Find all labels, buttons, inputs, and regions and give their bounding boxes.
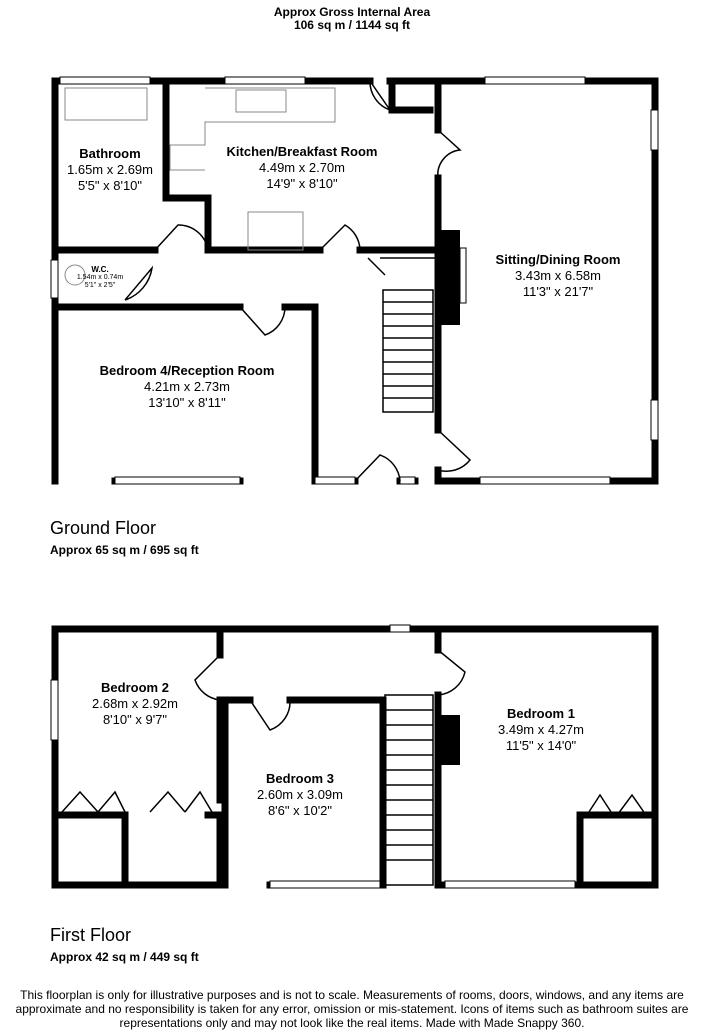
gross-area-value: 106 sq m / 1144 sq ft — [293, 18, 411, 32]
doors — [124, 80, 472, 482]
first-floor-windows — [50, 624, 576, 889]
ground-floor-area: Approx 65 sq m / 695 sq ft — [50, 543, 199, 557]
room-bedroom-1: Bedroom 1 3.49m x 4.27m 11'5" x 14'0" — [498, 706, 584, 754]
room-name: Bathroom — [79, 146, 141, 161]
room-imperial: 8'6" x 10'2" — [267, 803, 333, 818]
first-floor-area: Approx 42 sq m / 449 sq ft — [50, 950, 199, 964]
room-metric: 1.65m x 2.69m — [67, 162, 153, 177]
fireplace — [459, 247, 467, 304]
room-metric: 1.54m x 0.74m — [76, 274, 124, 281]
room-bedroom-4: Bedroom 4/Reception Room 4.21m x 2.73m 1… — [100, 363, 275, 411]
room-kitchen: Kitchen/Breakfast Room 4.49m x 2.70m 14'… — [227, 144, 378, 192]
room-metric: 3.49m x 4.27m — [498, 722, 584, 737]
room-imperial: 5'5" x 8'10" — [77, 178, 143, 193]
ground-floor-fixtures — [64, 87, 336, 286]
first-floor-doors — [61, 649, 649, 819]
room-bedroom-3: Bedroom 3 2.60m x 3.09m 8'6" x 10'2" — [257, 771, 343, 819]
chimney-breast — [440, 230, 460, 325]
room-metric: 3.43m x 6.58m — [514, 268, 601, 283]
room-imperial: 8'10" x 9'7" — [102, 712, 168, 727]
room-metric: 4.49m x 2.70m — [258, 160, 345, 175]
room-name: Bedroom 4/Reception Room — [99, 363, 275, 378]
first-floor-stairs — [384, 694, 434, 886]
room-name: Bedroom 3 — [266, 771, 334, 786]
ground-floor-label: Ground Floor — [50, 518, 157, 538]
room-metric: 4.21m x 2.73m — [143, 379, 230, 394]
room-imperial: 11'5" x 14'0" — [505, 738, 577, 753]
chimney-breast-first — [440, 715, 460, 765]
gross-area-header: Approx Gross Internal Area 106 sq m / 11… — [274, 6, 430, 32]
ground-floor-windows — [50, 76, 659, 485]
room-name: Kitchen/Breakfast Room — [226, 144, 378, 159]
first-floor-label: First Floor — [50, 925, 131, 945]
room-name: Bedroom 1 — [507, 706, 575, 721]
room-name: W.C. — [91, 265, 109, 274]
room-bathroom: Bathroom 1.65m x 2.69m 5'5" x 8'10" — [67, 146, 153, 194]
room-name: Sitting/Dining Room — [495, 252, 621, 267]
room-imperial: 13'10" x 8'11" — [148, 395, 226, 410]
room-imperial: 5'1" x 2'5" — [84, 282, 116, 289]
room-sitting-dining: Sitting/Dining Room 3.43m x 6.58m 11'3" … — [496, 252, 621, 300]
room-wc: W.C. 1.54m x 0.74m 5'1" x 2'5" — [77, 265, 123, 290]
disclaimer: This floorplan is only for illustrative … — [15, 988, 689, 1030]
first-floor-walls — [51, 625, 659, 889]
room-bedroom-2: Bedroom 2 2.68m x 2.92m 8'10" x 9'7" — [92, 680, 178, 728]
room-name: Bedroom 2 — [101, 680, 169, 695]
room-metric: 2.60m x 3.09m — [257, 787, 343, 802]
gross-area-title: Approx Gross Internal Area — [273, 5, 431, 19]
ground-floor-stairs — [382, 289, 434, 413]
room-imperial: 11'3" x 21'7" — [522, 284, 594, 299]
room-metric: 2.68m x 2.92m — [92, 696, 178, 711]
room-imperial: 14'9" x 8'10" — [266, 176, 338, 191]
